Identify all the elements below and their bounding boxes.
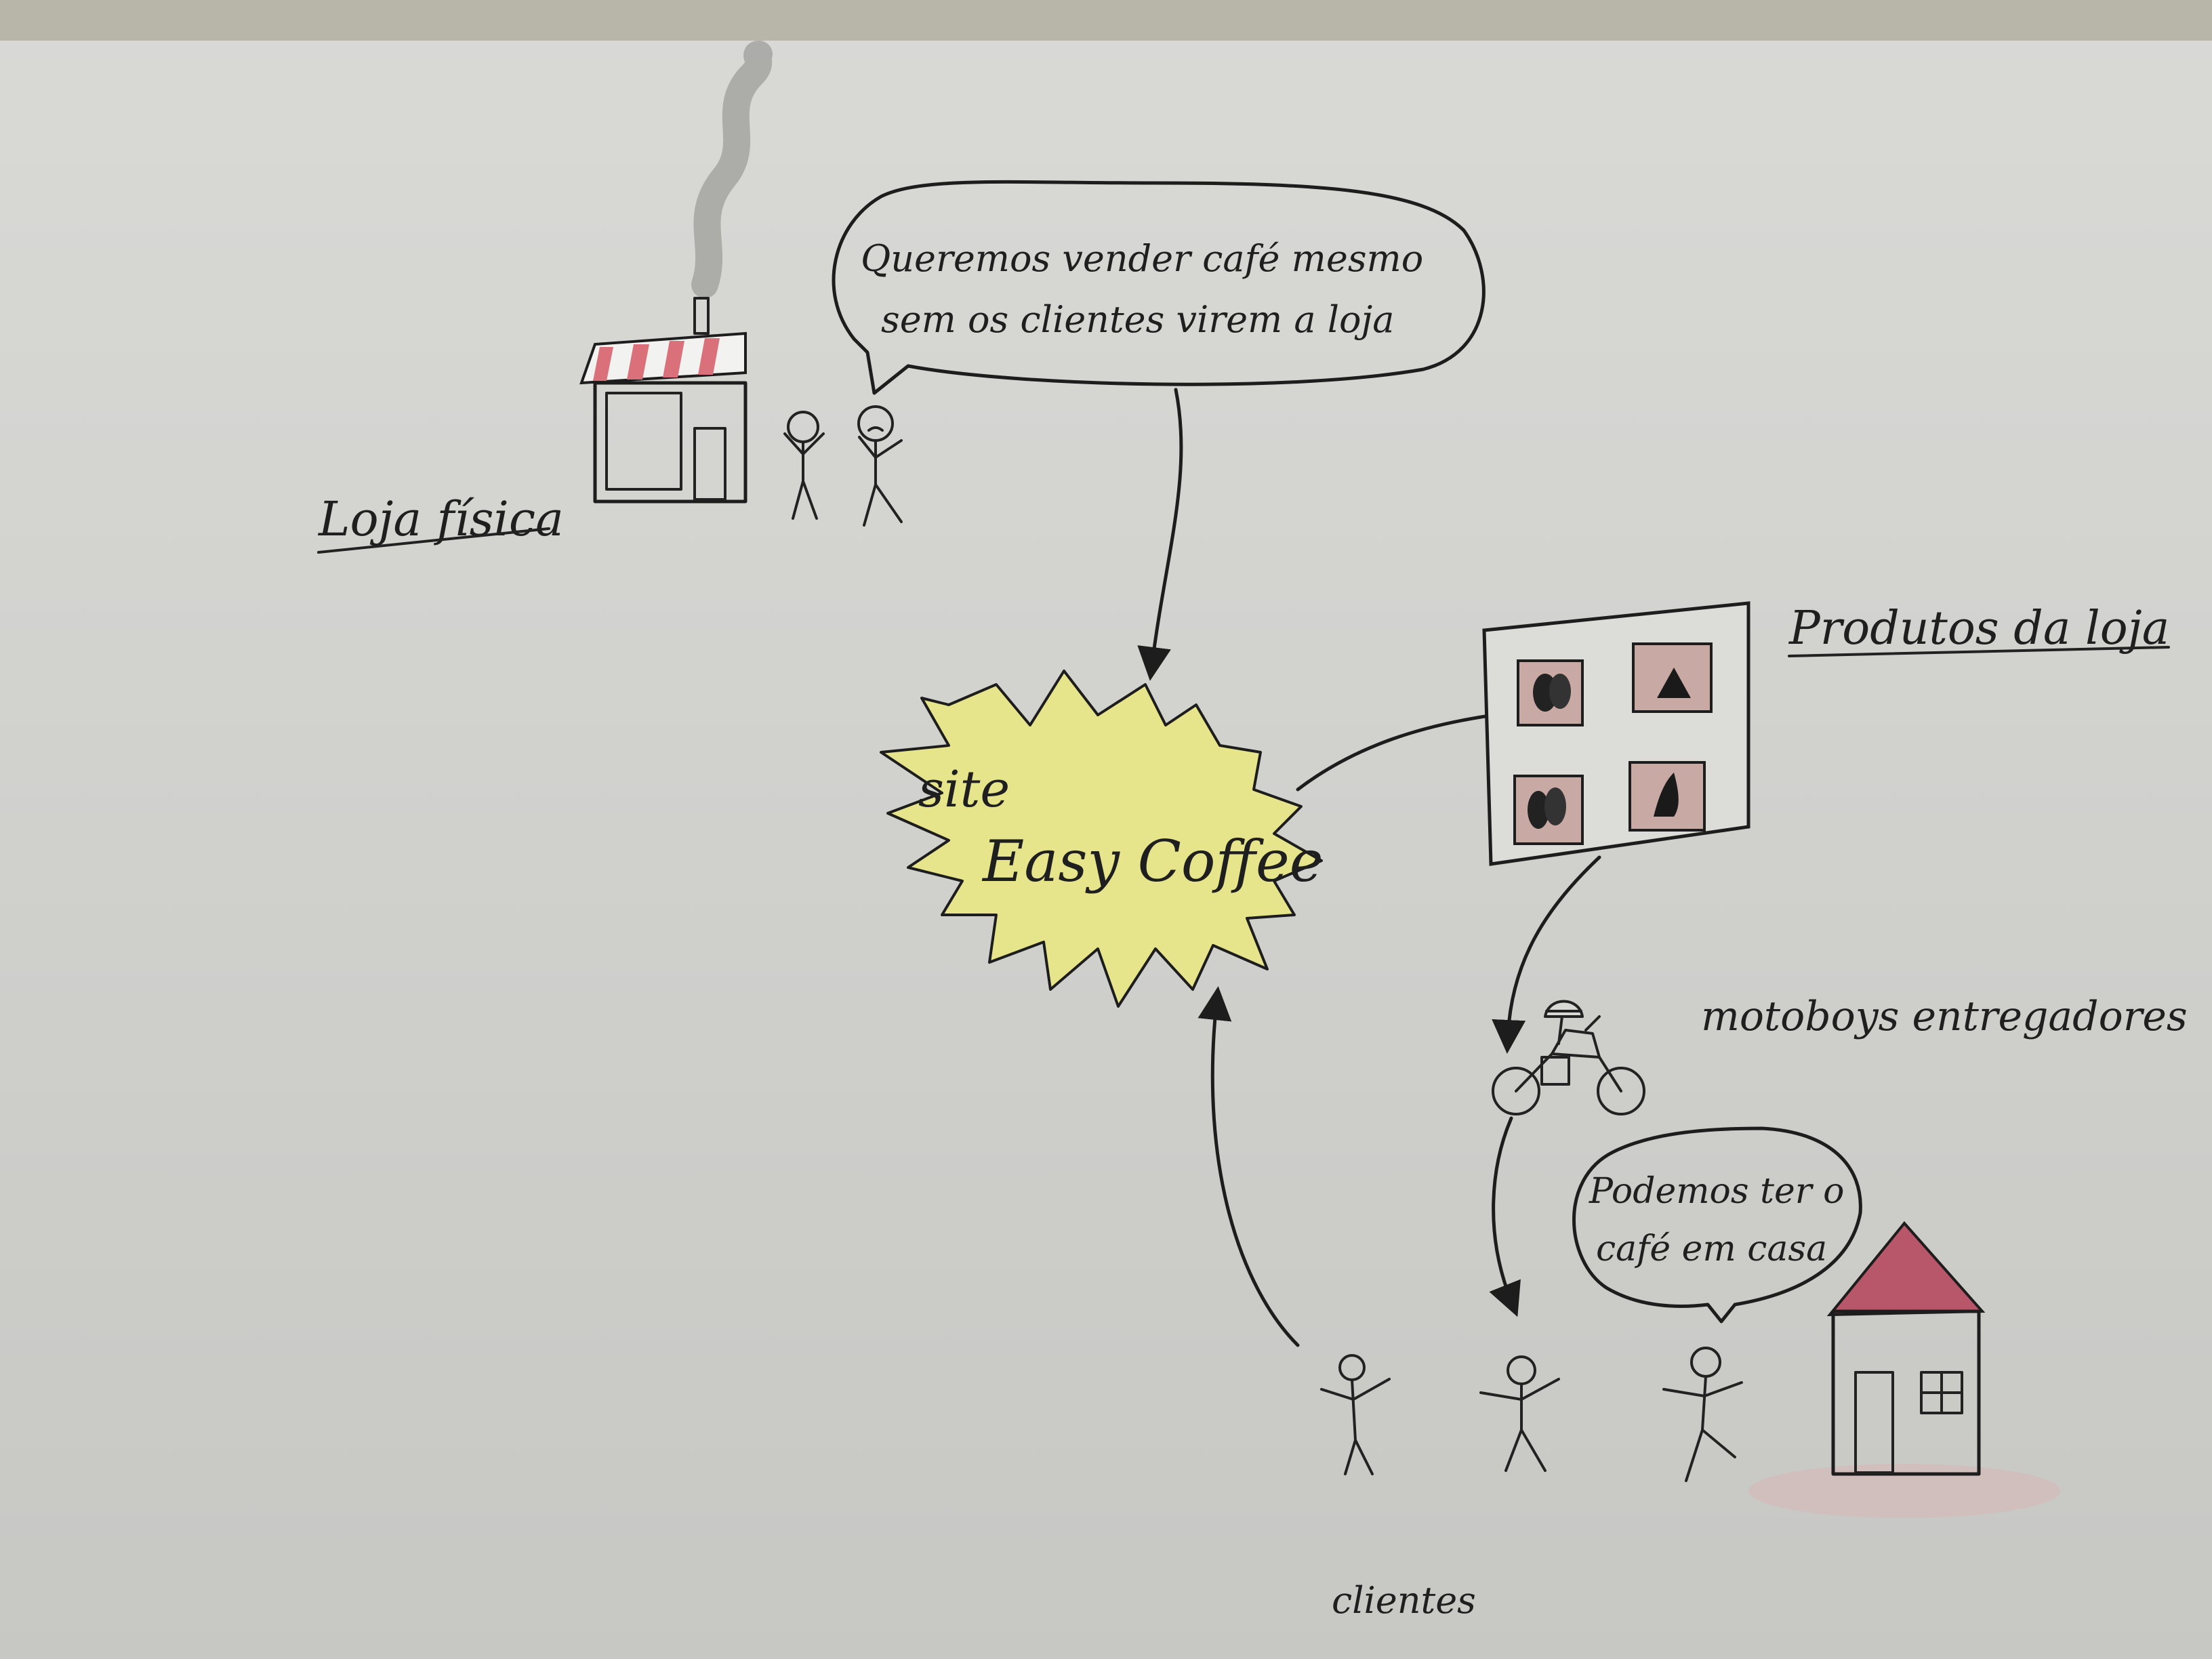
house-illustration xyxy=(1748,1221,2060,1518)
store-building xyxy=(593,381,747,504)
underline-produtos xyxy=(1788,646,2170,657)
speech-top-line2: sem os clientes virem a loja xyxy=(881,298,1394,341)
site-label-line2: Easy Coffee xyxy=(981,828,1323,895)
arrow-clients-to-site xyxy=(1197,986,1300,1347)
speech-bubble-bottom: Podemos ter o café em casa xyxy=(1572,1126,1862,1324)
client-figures xyxy=(1320,1347,1743,1482)
label-clientes: clientes xyxy=(1332,1579,1476,1622)
label-produtos: Produtos da loja xyxy=(1788,602,2169,655)
client-figure-3 xyxy=(1662,1347,1743,1482)
speech-bubble-top: Queremos vender café mesmo sem os client… xyxy=(832,180,1486,395)
house-window xyxy=(1920,1371,1963,1414)
top-edge xyxy=(0,0,2212,41)
chimney-smoke xyxy=(691,41,773,298)
arrow-bubble-to-site xyxy=(1137,388,1183,681)
store-awning xyxy=(579,331,747,385)
client-figure-2 xyxy=(1479,1355,1560,1472)
site-label-line1: site xyxy=(918,760,1010,819)
motorbike-courier xyxy=(1492,1000,1645,1115)
product-tile-1 xyxy=(1517,659,1584,726)
underline-loja-fisica xyxy=(317,527,550,554)
client-figure-1 xyxy=(1320,1354,1391,1475)
speech-bottom-line1: Podemos ter o xyxy=(1589,1171,1844,1212)
product-tile-4 xyxy=(1629,761,1706,832)
speech-bottom-line2: café em casa xyxy=(1596,1229,1827,1269)
arrow-products-to-moto xyxy=(1492,855,1601,1054)
site-burst: site Easy Coffee xyxy=(880,670,1323,1008)
arrow-moto-to-clients xyxy=(1489,1116,1521,1317)
store-chimney xyxy=(693,297,710,335)
store-door xyxy=(693,427,726,501)
store-window xyxy=(605,392,682,491)
house-door xyxy=(1854,1371,1894,1474)
label-loja-fisica: Loja física xyxy=(317,491,564,547)
product-tile-2 xyxy=(1632,642,1713,713)
speech-top-line1: Queremos vender café mesmo xyxy=(861,237,1423,280)
product-tile-3 xyxy=(1513,775,1584,845)
store-illustration xyxy=(579,41,773,504)
label-motoboys: motoboys entregadores xyxy=(1701,993,2188,1040)
products-panel xyxy=(1482,601,1750,866)
line-site-to-products xyxy=(1296,713,1496,792)
store-visitors xyxy=(783,405,903,527)
